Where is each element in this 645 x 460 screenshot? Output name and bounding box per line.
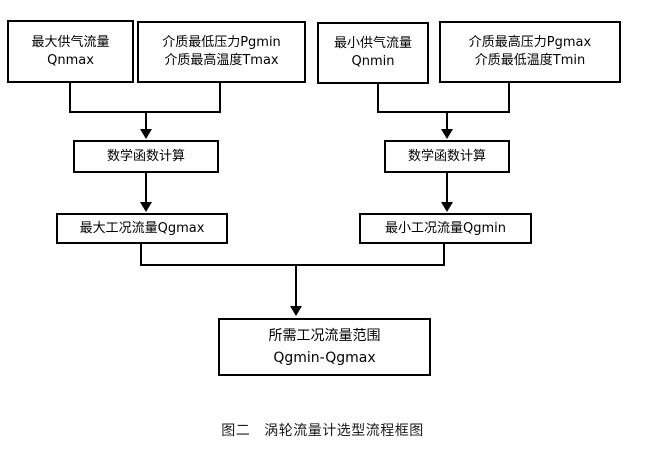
figure-caption: 图二涡轮流量计选型流程框图 [0,420,645,440]
node-max-supply-flow: 最大供气流量 Qnmax [7,20,134,83]
node-line-2: 介质最低温度Tmin [474,53,586,68]
arrowhead-to-qgmax [140,202,152,212]
connector-qnmin-down [377,83,379,113]
arrowhead-to-qgmin [441,202,453,212]
connector-qgmin-down [443,244,445,266]
figure-caption-label: 图二 [221,423,251,439]
node-line-1: 最大供气流量 [31,34,110,50]
connector-left-merge-stem [145,111,147,131]
node-line-1: 数学函数计算 [407,148,486,164]
connector-mathright-to-qgmin [446,173,448,203]
node-line-1: 数学函数计算 [106,148,185,164]
connector-qgmax-down [140,244,142,266]
arrowhead-to-result [290,306,302,316]
node-min-supply-flow: 最小供气流量 Qnmin [317,22,429,84]
node-math-calculation-left: 数学函数计算 [73,140,219,173]
node-math-calculation-right: 数学函数计算 [384,140,510,173]
node-line-2: 介质最高温度Tmax [164,53,279,68]
node-max-pressure-min-temp: 介质最高压力Pgmax 介质最低温度Tmin [439,21,621,83]
node-line-1: 最小供气流量 [333,36,412,52]
connector-bottom-merge-bar [140,264,445,266]
connector-qnmax-down [69,83,71,113]
node-line-2: Qgmin-Qgmax [273,349,376,366]
arrowhead-to-math-left [140,129,152,139]
node-line-2: Qnmin [351,54,395,69]
connector-pgmin-down [219,83,221,113]
node-line-1: 介质最高压力Pgmax [468,35,592,51]
node-min-pressure-max-temp: 介质最低压力Pgmin 介质最高温度Tmax [137,21,306,83]
node-line-1: 最大工况流量Qgmax [79,220,205,236]
connector-bottom-merge-stem [295,264,297,308]
connector-mathleft-to-qgmax [145,173,147,203]
node-max-working-flow: 最大工况流量Qgmax [56,213,228,244]
node-line-1: 最小工况流量Qgmin [385,220,506,236]
connector-right-merge-stem [446,111,448,131]
node-required-flow-range: 所需工况流量范围 Qgmin-Qgmax [218,318,431,376]
node-line-2: Qnmax [47,52,94,68]
node-line-1: 所需工况流量范围 [268,327,381,344]
connector-pgmax-down [508,83,510,113]
connector-right-merge-bar [377,111,510,113]
node-line-1: 介质最低压力Pgmin [162,35,281,51]
arrowhead-to-math-right [441,129,453,139]
figure-caption-title: 涡轮流量计选型流程框图 [264,423,424,439]
node-min-working-flow: 最小工况流量Qgmin [359,213,532,244]
